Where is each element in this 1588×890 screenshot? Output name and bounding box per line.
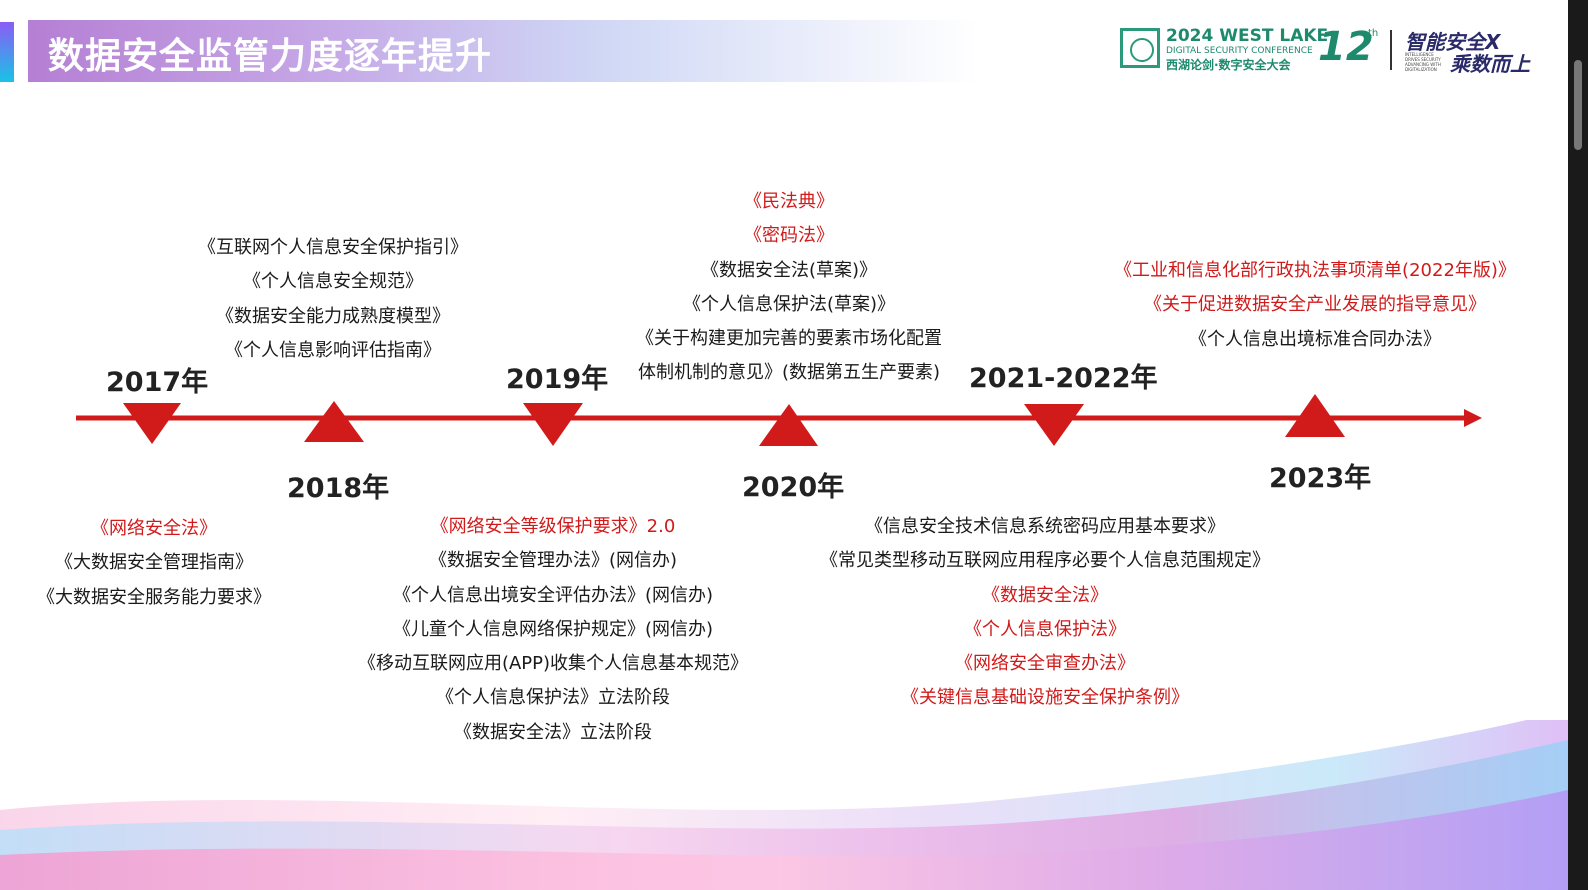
year-2023: 2023年 bbox=[1269, 463, 1372, 494]
year-2021-2022: 2021-2022年 bbox=[969, 363, 1158, 394]
law-item: 《关于构建更加完善的要素市场化配置 bbox=[636, 328, 942, 350]
law-item: 《数据安全管理办法》(网信办) bbox=[428, 550, 678, 572]
logo-slogan-fine: INTELLIGENCE DRIVES SECURITY ADVANCING W… bbox=[1405, 52, 1441, 72]
marker-2017-icon bbox=[123, 403, 181, 444]
law-item: 《个人信息出境安全评估办法》(网信办) bbox=[392, 584, 714, 606]
law-item: 《网络安全法》 bbox=[91, 518, 217, 539]
page-title: 数据安全监管力度逐年提升 bbox=[48, 36, 493, 77]
laws-2017: 《网络安全法》《大数据安全管理指南》《大数据安全服务能力要求》 bbox=[0, 512, 354, 615]
law-item: 《工业和信息化部行政执法事项清单(2022年版)》 bbox=[1114, 260, 1516, 281]
law-item: 《网络安全审查办法》 bbox=[955, 653, 1135, 675]
logo-line1: 2024 WEST LAKE bbox=[1166, 26, 1329, 46]
laws-2020: 《民法典》《密码法》《数据安全法(草案)》《个人信息保护法(草案)》《关于构建更… bbox=[589, 185, 989, 391]
laws-2023: 《工业和信息化部行政执法事项清单(2022年版)》《关于促进数据安全产业发展的指… bbox=[1095, 254, 1535, 357]
law-item: 《密码法》 bbox=[744, 225, 834, 247]
law-item: 《关键信息基础设施安全保护条例》 bbox=[901, 687, 1189, 709]
law-item: 《民法典》 bbox=[744, 191, 834, 212]
marker-2021-2022-icon bbox=[1024, 404, 1084, 446]
law-item: 《互联网个人信息安全保护指引》 bbox=[198, 237, 468, 258]
laws-2019: 《网络安全等级保护要求》2.0 《数据安全管理办法》(网信办) 《个人信息出境安全评… bbox=[303, 510, 803, 750]
conference-emblem-icon bbox=[1120, 28, 1160, 68]
marker-2018-icon bbox=[304, 401, 364, 442]
law-item: 《数据安全法(草案)》 bbox=[700, 259, 878, 281]
scrollbar-thumb[interactable] bbox=[1574, 60, 1582, 150]
logo-edition-suffix: th bbox=[1368, 28, 1379, 39]
law-item: 《个人信息出境标准合同办法》 bbox=[1189, 328, 1441, 350]
year-2018: 2018年 bbox=[287, 473, 390, 504]
law-item: 体制机制的意见》(数据第五生产要素) bbox=[637, 362, 941, 384]
logo-slogan-line2: 乘数而上 bbox=[1450, 52, 1530, 76]
timeline-arrow-icon bbox=[1464, 409, 1482, 427]
law-item: 《大数据安全服务能力要求》 bbox=[37, 586, 271, 608]
law-item: 《网络安全等级保护要求》2.0 bbox=[430, 516, 676, 537]
laws-2021-2022: 《信息安全技术信息系统密码应用基本要求》《常见类型移动互联网应用程序必要个人信息… bbox=[785, 510, 1305, 716]
law-item: 《关于促进数据安全产业发展的指导意见》 bbox=[1144, 294, 1486, 316]
marker-2023-icon bbox=[1285, 394, 1345, 437]
law-item: 《移动互联网应用(APP)收集个人信息基本规范》 bbox=[357, 653, 749, 675]
law-item: 《个人信息保护法》 bbox=[964, 618, 1126, 640]
year-2017: 2017年 bbox=[106, 367, 209, 398]
conference-logo: 2024 WEST LAKE DIGITAL SECURITY CONFEREN… bbox=[1120, 24, 1540, 76]
decorative-wave bbox=[0, 720, 1568, 890]
title-banner bbox=[28, 20, 978, 82]
law-item: 《大数据安全管理指南》 bbox=[55, 552, 253, 574]
law-item: 《个人信息保护法(草案)》 bbox=[682, 293, 896, 315]
marker-2019-icon bbox=[523, 403, 583, 446]
logo-line3: 西湖论剑·数字安全大会 bbox=[1166, 58, 1291, 72]
law-item: 《信息安全技术信息系统密码应用基本要求》 bbox=[865, 516, 1225, 537]
law-item: 《数据安全法》 bbox=[982, 584, 1108, 606]
logo-divider bbox=[1390, 30, 1392, 70]
law-item: 《个人信息保护法》立法阶段 bbox=[436, 687, 670, 709]
logo-edition: 12 bbox=[1318, 24, 1374, 70]
year-2019: 2019年 bbox=[506, 364, 609, 395]
side-accent-bar bbox=[0, 22, 14, 82]
year-2020: 2020年 bbox=[742, 472, 845, 503]
law-item: 《儿童个人信息网络保护规定》(网信办) bbox=[392, 618, 714, 640]
vertical-scrollbar[interactable] bbox=[1568, 0, 1588, 890]
law-item: 《常见类型移动互联网应用程序必要个人信息范围规定》 bbox=[820, 550, 1270, 572]
law-item: 《个人信息影响评估指南》 bbox=[225, 339, 441, 361]
law-item: 《数据安全法》立法阶段 bbox=[454, 721, 652, 743]
marker-2020-icon bbox=[759, 404, 818, 446]
law-item: 《数据安全能力成熟度模型》 bbox=[216, 305, 450, 327]
law-item: 《个人信息安全规范》 bbox=[243, 271, 423, 293]
logo-slogan-line1: 智能安全X bbox=[1405, 30, 1501, 54]
laws-2018: 《互联网个人信息安全保护指引》《个人信息安全规范》《数据安全能力成熟度模型》《个… bbox=[133, 231, 533, 368]
logo-line2: DIGITAL SECURITY CONFERENCE bbox=[1166, 46, 1313, 56]
